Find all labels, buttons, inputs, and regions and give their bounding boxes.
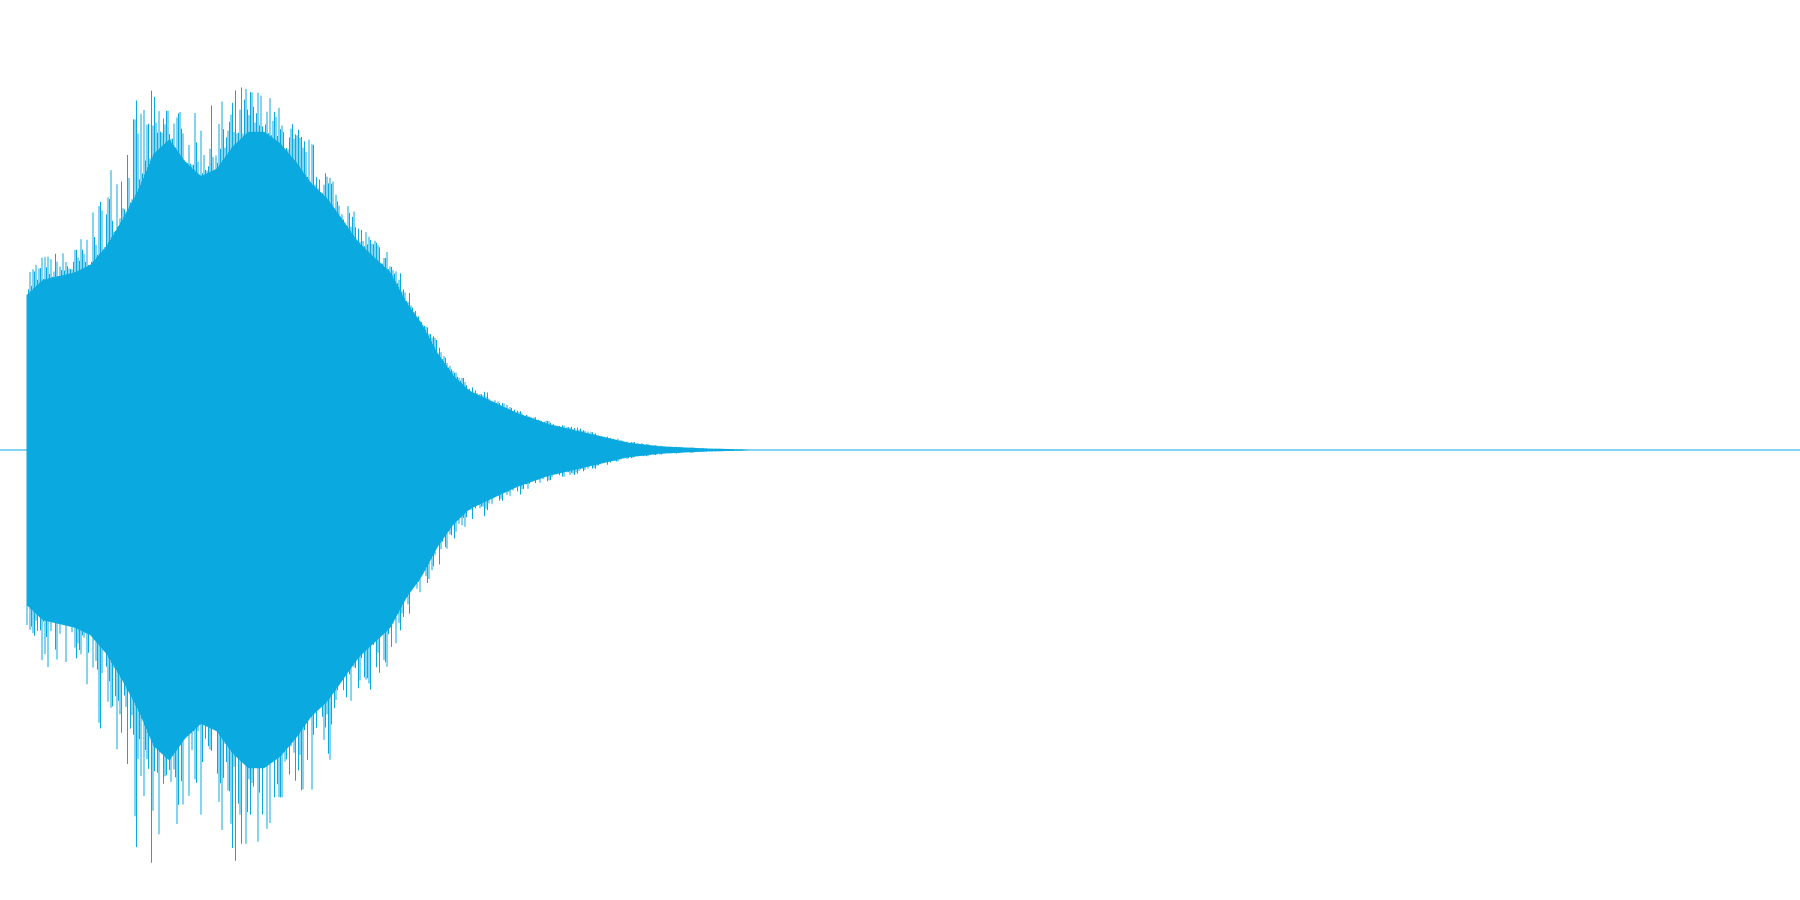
- waveform-spikes: [26, 87, 769, 863]
